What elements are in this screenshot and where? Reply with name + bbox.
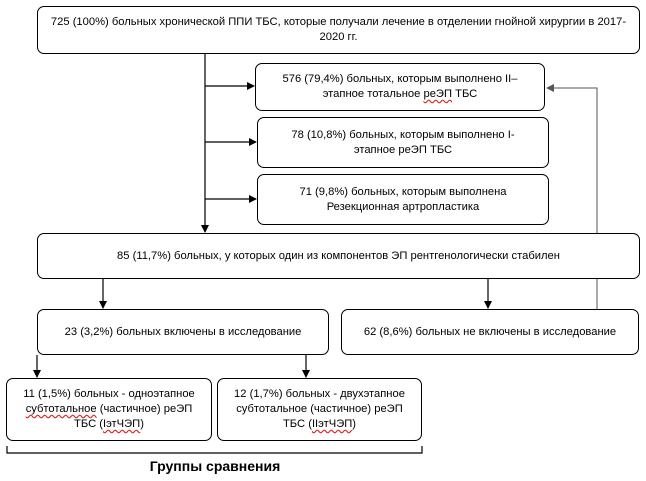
box-12-line3-underlined: IIэтЧЭП xyxy=(311,418,353,430)
box-11-line2-underlined: субтотальное xyxy=(25,403,97,415)
box-85-text: 85 (11,7%) больных, у которых один из ко… xyxy=(117,249,560,262)
box-85-stable-component: 85 (11,7%) больных, у которых один из ко… xyxy=(37,233,640,279)
box-23-included: 23 (3,2%) больных включены в исследовани… xyxy=(37,309,329,355)
box-11-line3-pre: ТБС ( xyxy=(74,418,103,430)
box-576-line1: 576 (79,4%) больных, которым выполнено I… xyxy=(282,73,518,85)
box-78-one-stage: 78 (10,8%) больных, которым выполнено I-… xyxy=(257,117,549,168)
box-11-one-stage-partial: 11 (1,5%) больных - одноэтапное субтотал… xyxy=(6,378,212,441)
box-576-total-reep: 576 (79,4%) больных, которым выполнено I… xyxy=(255,63,545,111)
box-12-line2: субтотальное (частичное) реЭП xyxy=(236,403,403,415)
box-576-line2-post: ТБС xyxy=(452,88,478,100)
root-box: 725 (100%) больных хронической ППИ ТБС, … xyxy=(37,6,640,54)
box-11-line2-post: (частичное) реЭП xyxy=(96,403,193,415)
box-11-line3-post: ) xyxy=(140,418,144,430)
box-576-line2: этапное тотальное реЭП ТБС xyxy=(283,87,518,102)
box-71-line1: 71 (9,8%) больных, которым выполнена xyxy=(299,185,507,198)
box-78-line1: 78 (10,8%) больных, которым выполнено I- xyxy=(291,128,515,141)
box-71-line2: Резекционная артропластика xyxy=(326,200,480,213)
box-62-excluded: 62 (8,6%) больных не включены в исследов… xyxy=(341,309,639,355)
box-12-line3: ТБС (IIэтЧЭП) xyxy=(234,417,405,432)
box-23-text: 23 (3,2%) больных включены в исследовани… xyxy=(64,325,302,338)
comparison-groups-label: Группы сравнения xyxy=(149,458,281,474)
groups-bracket xyxy=(6,446,423,454)
box-62-text: 62 (8,6%) больных не включены в исследов… xyxy=(363,325,617,338)
root-text: 725 (100%) больных хронической ППИ ТБС, … xyxy=(50,16,627,43)
box-78-line2: этапное реЭП ТБС xyxy=(353,143,453,156)
box-12-line3-post: ) xyxy=(352,418,357,430)
box-576-line2-underlined: реЭП xyxy=(423,88,453,100)
box-11-line2: субтотальное (частичное) реЭП xyxy=(23,402,195,417)
box-11-line3: ТБС (IэтЧЭП) xyxy=(23,417,195,432)
box-71-resection: 71 (9,8%) больных, которым выполнена Рез… xyxy=(257,174,549,225)
box-12-line1: 12 (1,7%) больных - двухэтапное xyxy=(234,388,405,400)
box-11-line3-underlined: IэтЧЭП xyxy=(102,418,141,430)
box-576-line2-pre: этапное тотальное xyxy=(322,88,424,100)
box-12-two-stage-partial: 12 (1,7%) больных - двухэтапное субтотал… xyxy=(217,378,422,441)
box-12-line3-pre: ТБС ( xyxy=(282,418,312,430)
box-11-line1: 11 (1,5%) больных - одноэтапное xyxy=(23,388,195,400)
